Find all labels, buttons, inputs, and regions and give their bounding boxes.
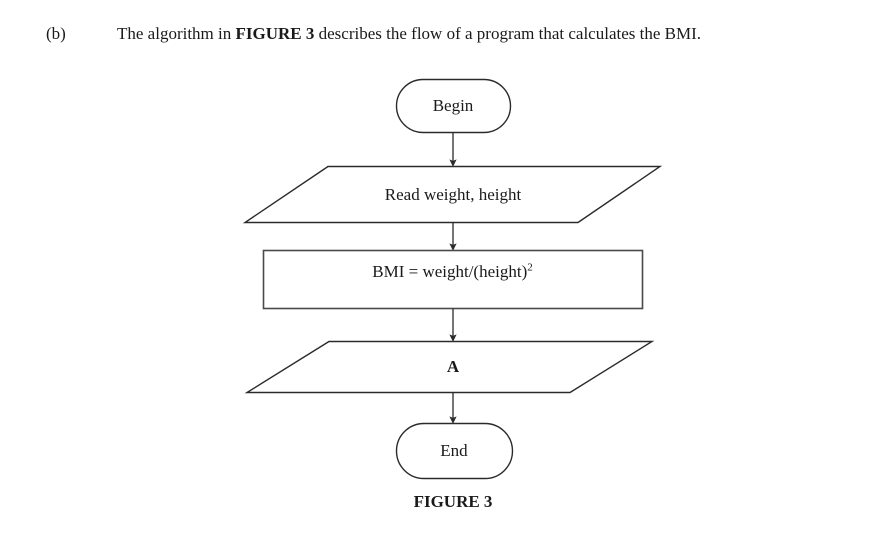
figure-caption: FIGURE 3	[413, 492, 493, 511]
node-end-label: End	[440, 441, 468, 460]
question-label: (b)	[46, 24, 66, 43]
question-text: The algorithm in FIGURE 3 describes the …	[117, 20, 803, 47]
figure-reference: FIGURE 3	[235, 24, 315, 43]
question-text-part2: describes the flow of a program that cal…	[314, 24, 702, 43]
node-read-input-label: Read weight, height	[384, 185, 522, 204]
node-process-bmi-exponent: 2	[527, 261, 533, 274]
node-begin-label: Begin	[432, 96, 474, 115]
node-end-shape	[395, 422, 514, 480]
node-process-bmi-formula: BMI = weight/(height)	[372, 262, 528, 281]
node-output-a-shape	[244, 340, 655, 394]
node-read-input-shape	[242, 165, 663, 224]
question-text-part1: The algorithm in	[117, 24, 236, 43]
node-process-bmi-label: BMI = weight/(height)2	[263, 261, 642, 281]
node-process-bmi-shape	[262, 249, 644, 310]
node-output-a-label: A	[446, 357, 460, 376]
